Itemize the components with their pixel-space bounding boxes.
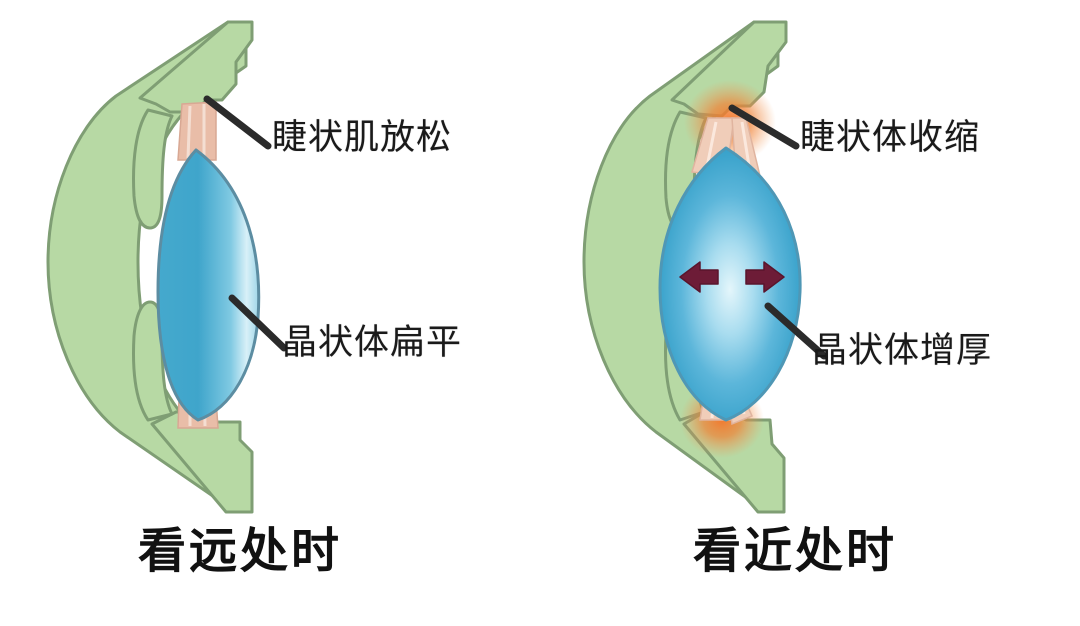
leader-line-lens — [228, 294, 288, 352]
caption-near-vision: 看近处时 — [692, 525, 897, 578]
zonule-fibres-top — [177, 101, 217, 161]
panel-far-vision: 睫状肌放松 晶状体扁平 看远处时 — [46, 20, 463, 578]
iris-upper — [132, 108, 174, 230]
eye-cross-section-near — [582, 20, 828, 514]
lens-expand-arrow-left — [679, 261, 719, 293]
crystalline-lens-thick — [658, 146, 802, 422]
eye-cross-section-far — [46, 20, 288, 514]
leader-line-ciliary — [203, 95, 272, 150]
leader-line-ciliary — [728, 104, 800, 150]
crystalline-lens-flat — [156, 148, 261, 422]
label-lens-flat: 晶状体扁平 — [282, 323, 463, 362]
caption-far-vision: 看远处时 — [137, 525, 342, 578]
cornea-anterior-segment — [138, 20, 254, 114]
label-lens-thickened: 晶状体增厚 — [812, 331, 993, 370]
label-ciliary-body-contracted: 睫状体收缩 — [800, 118, 981, 157]
lens-expand-arrow-right — [745, 261, 785, 293]
panel-near-vision: 睫状体收缩 晶状体增厚 看近处时 — [540, 0, 1080, 626]
label-ciliary-muscle-relaxed: 睫状肌放松 — [272, 118, 453, 157]
leader-line-lens — [764, 302, 828, 360]
